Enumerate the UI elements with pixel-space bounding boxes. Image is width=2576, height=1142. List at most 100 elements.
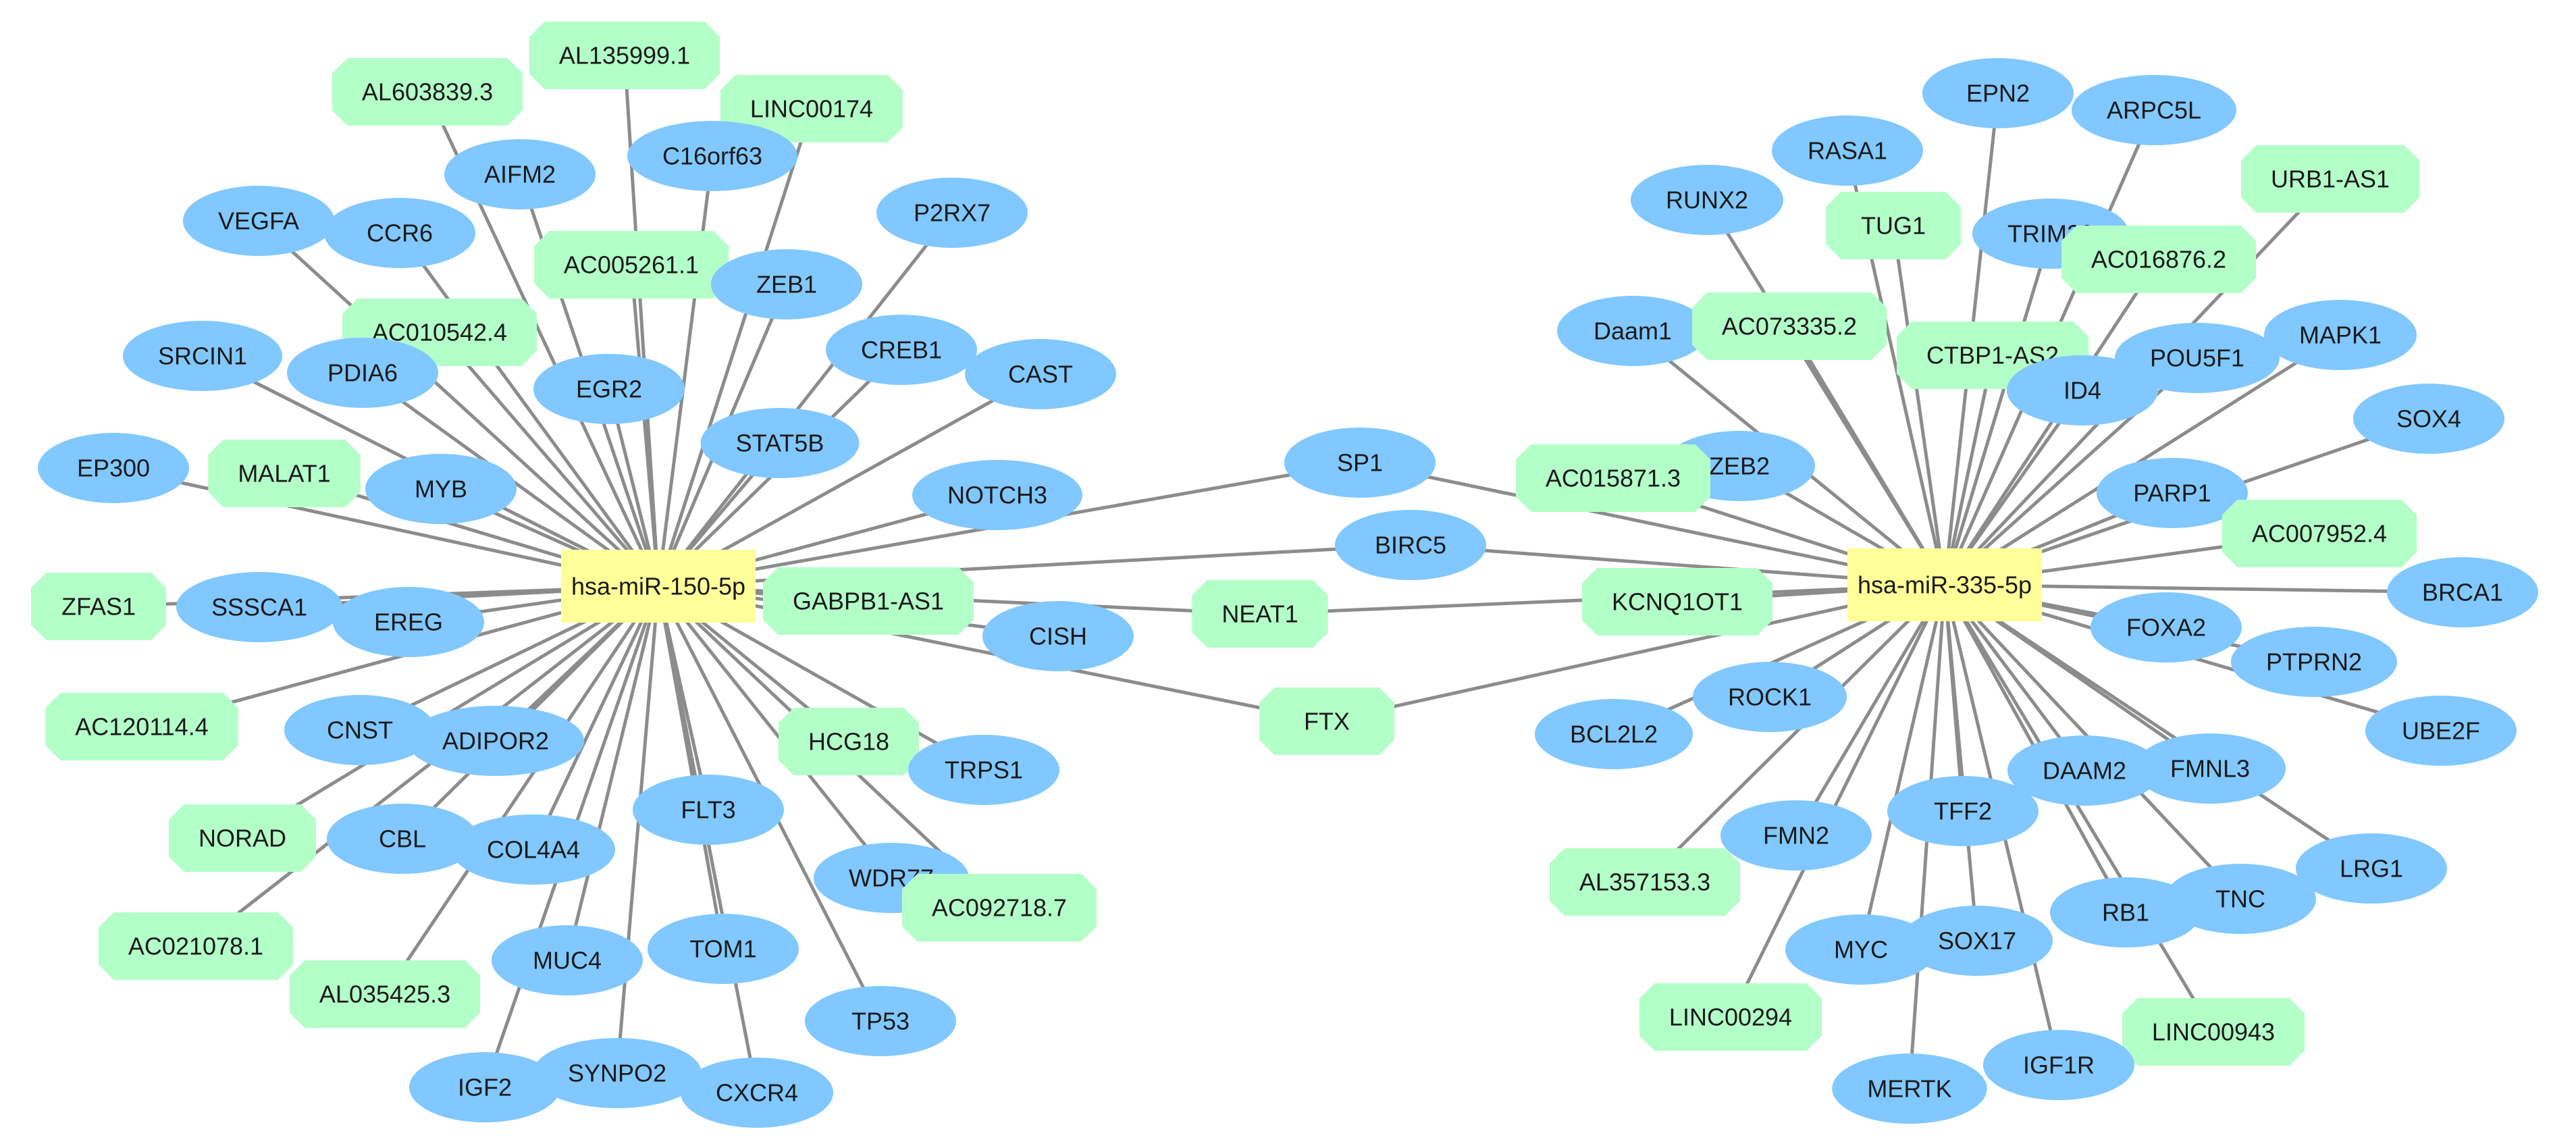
mrna-node-tff2[interactable]: TFF2 <box>1887 776 2039 846</box>
lncrna-node-hcg18[interactable]: HCG18 <box>778 708 920 775</box>
lncrna-node-al035425-3[interactable]: AL035425.3 <box>289 960 481 1028</box>
mrna-node-rb1[interactable]: RB1 <box>2050 877 2201 948</box>
mrna-node-daam1[interactable]: Daam1 <box>1557 296 1708 366</box>
mrna-node-srcin1[interactable]: SRCIN1 <box>122 321 283 391</box>
lncrna-node-al357153-3[interactable]: AL357153.3 <box>1549 848 1741 916</box>
lncrna-node-urb1-as1[interactable]: URB1-AS1 <box>2240 145 2420 213</box>
mirna-node-hsa-mir-150-5p[interactable]: hsa-miR-150-5p <box>560 550 756 623</box>
lncrna-node-linc00943[interactable]: LINC00943 <box>2122 998 2305 1066</box>
mrna-node-tnc[interactable]: TNC <box>2165 864 2316 934</box>
mrna-node-ube2f[interactable]: UBE2F <box>2365 696 2517 766</box>
mrna-node-cnst[interactable]: CNST <box>284 695 436 765</box>
mrna-node-creb1[interactable]: CREB1 <box>825 315 978 385</box>
mrna-node-notch3[interactable]: NOTCH3 <box>912 460 1083 530</box>
lncrna-node-ac015871-3[interactable]: AC015871.3 <box>1515 444 1711 512</box>
lncrna-node-gabpb1-as1[interactable]: GABPB1-AS1 <box>762 567 974 635</box>
lncrna-node-neat1[interactable]: NEAT1 <box>1192 580 1328 648</box>
mrna-node-aifm2[interactable]: AIFM2 <box>444 139 596 209</box>
mrna-node-egr2[interactable]: EGR2 <box>533 354 685 424</box>
mrna-node-p2rx7[interactable]: P2RX7 <box>876 178 1028 248</box>
mrna-node-mapk1[interactable]: MAPK1 <box>2263 300 2417 370</box>
mrna-node-epn2[interactable]: EPN2 <box>1922 58 2074 128</box>
mrna-node-pdia6[interactable]: PDIA6 <box>287 338 438 408</box>
mrna-node-ep300[interactable]: EP300 <box>38 433 189 503</box>
mrna-node-ptprn2[interactable]: PTPRN2 <box>2230 627 2398 697</box>
mrna-node-cbl[interactable]: CBL <box>327 804 478 874</box>
mrna-node-runx2[interactable]: RUNX2 <box>1630 165 1784 235</box>
node-label: FLT3 <box>681 796 735 824</box>
lncrna-node-ac005261-1[interactable]: AC005261.1 <box>533 231 729 299</box>
mrna-node-foxa2[interactable]: FOXA2 <box>2091 592 2242 663</box>
mrna-shape <box>333 587 484 657</box>
mrna-node-col4a4[interactable]: COL4A4 <box>451 814 616 885</box>
mrna-node-mertk[interactable]: MERTK <box>1832 1054 1987 1124</box>
mrna-node-bcl2l2[interactable]: BCL2L2 <box>1534 699 1693 769</box>
mrna-node-vegfa[interactable]: VEGFA <box>182 186 335 256</box>
mrna-node-rasa1[interactable]: RASA1 <box>1772 115 1923 186</box>
mrna-node-ereg[interactable]: EREG <box>333 587 484 657</box>
node-label: ZFAS1 <box>61 593 136 621</box>
mrna-node-flt3[interactable]: FLT3 <box>633 775 784 845</box>
mrna-node-myb[interactable]: MYB <box>365 454 517 524</box>
mrna-node-rock1[interactable]: ROCK1 <box>1692 662 1847 732</box>
lncrna-node-malat1[interactable]: MALAT1 <box>208 440 361 507</box>
mrna-node-trps1[interactable]: TRPS1 <box>908 735 1059 805</box>
lncrna-node-kcnq1ot1[interactable]: KCNQ1OT1 <box>1581 568 1773 635</box>
lncrna-node-ac016876-2[interactable]: AC016876.2 <box>2061 226 2257 293</box>
mrna-node-daam2[interactable]: DAAM2 <box>2007 735 2162 806</box>
mrna-node-pou5f1[interactable]: POU5F1 <box>2114 323 2280 393</box>
lncrna-node-ac073335-2[interactable]: AC073335.2 <box>1691 292 1887 360</box>
lncrna-node-tug1[interactable]: TUG1 <box>1826 192 1961 259</box>
mrna-node-sssca1[interactable]: SSSCA1 <box>176 572 343 642</box>
node-label: MALAT1 <box>238 460 330 488</box>
node-label: RUNX2 <box>1666 186 1748 214</box>
mrna-node-c16orf63[interactable]: C16orf63 <box>627 121 798 191</box>
mrna-node-arpc5l[interactable]: ARPC5L <box>2071 75 2237 145</box>
mrna-node-cast[interactable]: CAST <box>965 339 1116 409</box>
mrna-node-id4[interactable]: ID4 <box>2007 355 2158 425</box>
mrna-node-cxcr4[interactable]: CXCR4 <box>680 1058 834 1128</box>
lncrna-shape <box>289 960 481 1028</box>
mrna-node-parp1[interactable]: PARP1 <box>2097 458 2248 528</box>
mirna-node-hsa-mir-335-5p[interactable]: hsa-miR-335-5p <box>1847 548 2043 621</box>
mrna-node-ccr6[interactable]: CCR6 <box>324 198 475 268</box>
mrna-node-birc5[interactable]: BIRC5 <box>1335 510 1486 580</box>
mrna-node-stat5b[interactable]: STAT5B <box>700 408 860 478</box>
node-label: RASA1 <box>1808 137 1887 165</box>
lncrna-node-zfas1[interactable]: ZFAS1 <box>31 573 166 640</box>
lncrna-node-ac007952-4[interactable]: AC007952.4 <box>2222 500 2417 567</box>
mrna-node-synpo2[interactable]: SYNPO2 <box>532 1038 702 1108</box>
mrna-node-sox17[interactable]: SOX17 <box>1901 906 2053 976</box>
mrna-node-myc[interactable]: MYC <box>1785 914 1937 985</box>
lncrna-node-al135999-1[interactable]: AL135999.1 <box>529 22 720 89</box>
node-layer: hsa-miR-150-5p hsa-miR-335-5p SP1BIRC5CISH… <box>31 22 2539 1128</box>
lncrna-node-al603839-3[interactable]: AL603839.3 <box>332 58 523 126</box>
mrna-node-brca1[interactable]: BRCA1 <box>2386 557 2539 627</box>
node-label: AC120114.4 <box>75 713 209 741</box>
mrna-node-lrg1[interactable]: LRG1 <box>2296 833 2447 904</box>
lncrna-node-norad[interactable]: NORAD <box>168 804 317 872</box>
lncrna-node-ac120114-4[interactable]: AC120114.4 <box>45 693 238 760</box>
lncrna-node-ac021078-1[interactable]: AC021078.1 <box>98 912 294 980</box>
mrna-node-sp1[interactable]: SP1 <box>1284 427 1436 498</box>
mrna-node-sox4[interactable]: SOX4 <box>2353 384 2504 454</box>
mrna-node-zeb1[interactable]: ZEB1 <box>711 249 862 319</box>
lncrna-node-ftx[interactable]: FTX <box>1259 687 1394 755</box>
lncrna-node-linc00174[interactable]: LINC00174 <box>720 75 903 142</box>
node-label: LINC00294 <box>1669 1004 1792 1031</box>
mrna-node-adipor2[interactable]: ADIPOR2 <box>406 706 585 776</box>
edge-hsa-mir-335-5p-lrg1 <box>1943 583 2373 871</box>
mrna-node-fmnl3[interactable]: FMNL3 <box>2134 733 2286 804</box>
node-label: TNC <box>2215 885 2265 913</box>
mrna-node-igf1r[interactable]: IGF1R <box>1983 1030 2134 1100</box>
mrna-shape <box>912 460 1083 530</box>
mrna-node-igf2[interactable]: IGF2 <box>409 1052 560 1122</box>
mrna-node-tom1[interactable]: TOM1 <box>648 914 799 984</box>
lncrna-node-ac092718-7[interactable]: AC092718.7 <box>901 874 1097 941</box>
mrna-node-tp53[interactable]: TP53 <box>805 986 956 1056</box>
mrna-node-cish[interactable]: CISH <box>982 601 1134 671</box>
lncrna-node-linc00294[interactable]: LINC00294 <box>1639 983 1822 1051</box>
mrna-node-muc4[interactable]: MUC4 <box>492 925 643 995</box>
mrna-node-fmn2[interactable]: FMN2 <box>1720 800 1872 871</box>
